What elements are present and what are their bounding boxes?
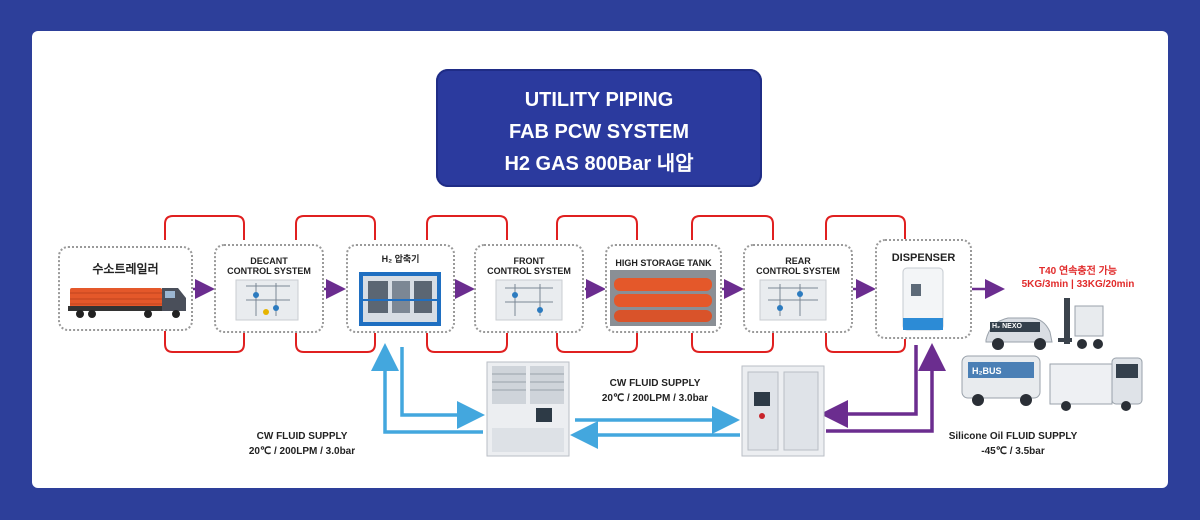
node-rear-control: REAR CONTROL SYSTEM <box>743 244 853 333</box>
hydrogen-bus-image <box>961 355 1041 406</box>
node-label: H₂ 압축기 <box>381 254 420 264</box>
node-front-control: FRONT CONTROL SYSTEM <box>474 244 584 333</box>
title-line-2: FAB PCW SYSTEM <box>508 121 689 143</box>
title-box: UTILITY PIPING FAB PCW SYSTEM H2 GAS 800… <box>436 69 762 187</box>
node-label: HIGH STORAGE TANK <box>615 258 712 268</box>
node-h2-compressor: H₂ 압축기 <box>346 244 455 333</box>
red-loops <box>164 215 906 353</box>
bus-badge: H₂BUS <box>972 366 1002 376</box>
chiller-unit-left-image <box>486 361 570 457</box>
node-dispenser: DISPENSER <box>875 239 972 339</box>
node-hydrogen-trailer: 수소트레일러 <box>58 246 193 331</box>
cw-supply-center-line1: CW FLUID SUPPLY <box>609 378 701 389</box>
oil-supply-line2: -45℃ / 3.5bar <box>981 446 1045 457</box>
title-line-3: H2 GAS 800Bar 내압 <box>504 153 694 175</box>
hydrogen-truck-image <box>1049 357 1143 411</box>
node-label-line1: DECANT <box>250 256 288 266</box>
fill-rate-line-1: T40 연속충전 가능 <box>1039 266 1117 277</box>
oil-piping <box>820 343 946 433</box>
node-label-line2: CONTROL SYSTEM <box>487 266 571 276</box>
node-label: 수소트레일러 <box>92 262 159 276</box>
cw-supply-left-line2: 20℃ / 200LPM / 3.0bar <box>248 446 356 457</box>
node-label-line1: FRONT <box>513 256 545 266</box>
nexo-car-image <box>985 317 1053 350</box>
node-high-storage-tank: HIGH STORAGE TANK <box>605 244 722 333</box>
cw-piping <box>371 343 740 449</box>
cw-supply-left-line1: CW FLUID SUPPLY <box>256 431 348 442</box>
node-decant-control: DECANT CONTROL SYSTEM <box>214 244 324 333</box>
chiller-unit-right-image <box>741 365 825 457</box>
nexo-badge: H₂ NEXO <box>992 323 1022 330</box>
node-label-line2: CONTROL SYSTEM <box>227 266 311 276</box>
node-label-line2: CONTROL SYSTEM <box>756 266 840 276</box>
forklift-image <box>1058 298 1104 349</box>
node-label-line1: REAR <box>785 256 811 266</box>
cw-supply-center-line2: 20℃ / 200LPM / 3.0bar <box>601 393 709 404</box>
node-label: DISPENSER <box>891 252 956 264</box>
fill-rate-line-2: 5KG/3min | 33KG/20min <box>1021 279 1135 290</box>
title-line-1: UTILITY PIPING <box>524 89 674 111</box>
oil-supply-line1: Silicone Oil FLUID SUPPLY <box>948 431 1078 442</box>
